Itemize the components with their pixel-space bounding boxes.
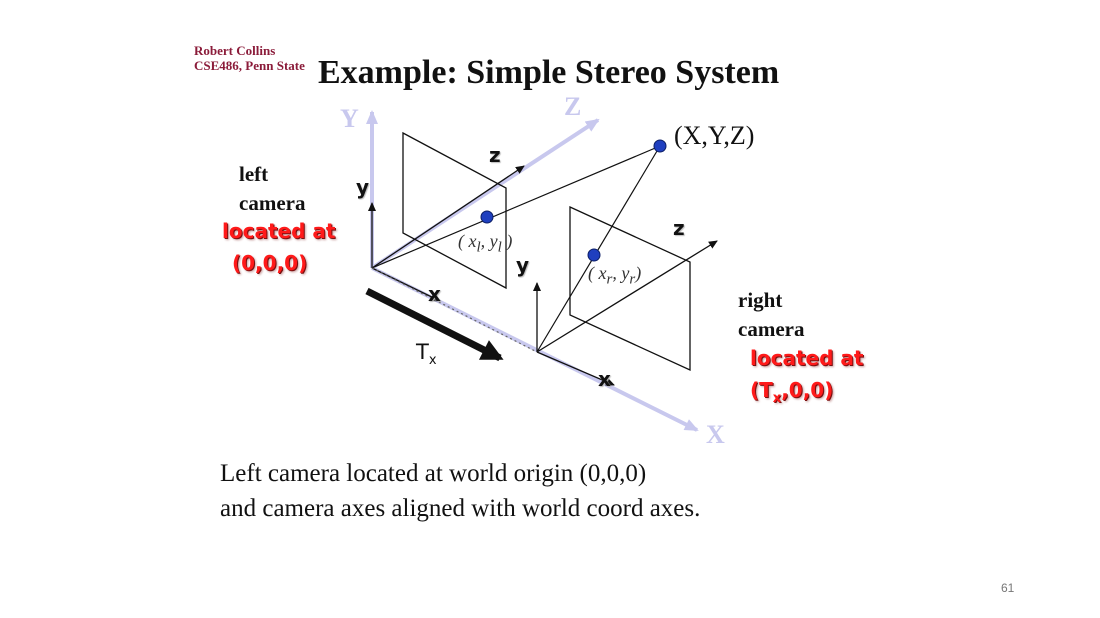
right-cam-y-label: y bbox=[516, 253, 530, 277]
right-cam-z-label: z bbox=[673, 216, 685, 240]
right-cam-z-axis bbox=[536, 240, 718, 353]
world-axes bbox=[366, 110, 699, 432]
right-camera-frame bbox=[533, 205, 718, 386]
right-image-coord: ( xr, yr) bbox=[588, 263, 642, 288]
left-image-coord: ( xl, yl ) bbox=[458, 231, 513, 256]
right-image-point bbox=[587, 248, 601, 262]
right-cam-x-label: x bbox=[598, 367, 611, 391]
page-number: 61 bbox=[1001, 581, 1015, 595]
left-cam-x-label: x bbox=[428, 282, 441, 306]
left-cam-x-axis bbox=[371, 267, 441, 302]
left-camera-frame bbox=[368, 131, 525, 302]
left-camera-location: located at (0,0,0) bbox=[222, 219, 336, 275]
world-y-label: Y bbox=[340, 104, 359, 133]
slide-caption: Left camera located at world origin (0,0… bbox=[220, 456, 700, 526]
author-name: Robert Collins bbox=[194, 43, 276, 58]
left-cam-y-label: y bbox=[356, 175, 370, 199]
course-name: CSE486, Penn State bbox=[194, 58, 305, 73]
world-z-label: Z bbox=[564, 92, 582, 121]
right-camera-location: located at (Tx,0,0) bbox=[750, 346, 864, 406]
baseline-label: Tx bbox=[416, 340, 437, 369]
left-cam-z-axis bbox=[371, 165, 525, 269]
left-image-plane bbox=[402, 131, 507, 290]
world-x-label: X bbox=[706, 420, 725, 449]
caption-line-2: and camera axes aligned with world coord… bbox=[220, 495, 701, 522]
right-projection-ray bbox=[536, 145, 661, 353]
baseline-segment bbox=[371, 267, 538, 353]
slide-title: Example: Simple Stereo System bbox=[318, 54, 780, 91]
right-cam-x-axis bbox=[536, 351, 615, 386]
world-point-label: (X,Y,Z) bbox=[674, 121, 755, 150]
left-image-point bbox=[480, 210, 494, 224]
author-block: Robert Collins CSE486, Penn State bbox=[194, 43, 305, 73]
caption-line-1: Left camera located at world origin (0,0… bbox=[220, 460, 647, 487]
world-point bbox=[653, 139, 667, 153]
baseline-arrow bbox=[365, 287, 504, 362]
right-image-plane bbox=[569, 205, 691, 372]
left-camera-label: left camera bbox=[239, 162, 306, 215]
left-cam-z-label: z bbox=[489, 143, 501, 167]
right-camera-label: right camera bbox=[738, 288, 805, 341]
left-projection-ray bbox=[371, 145, 661, 269]
